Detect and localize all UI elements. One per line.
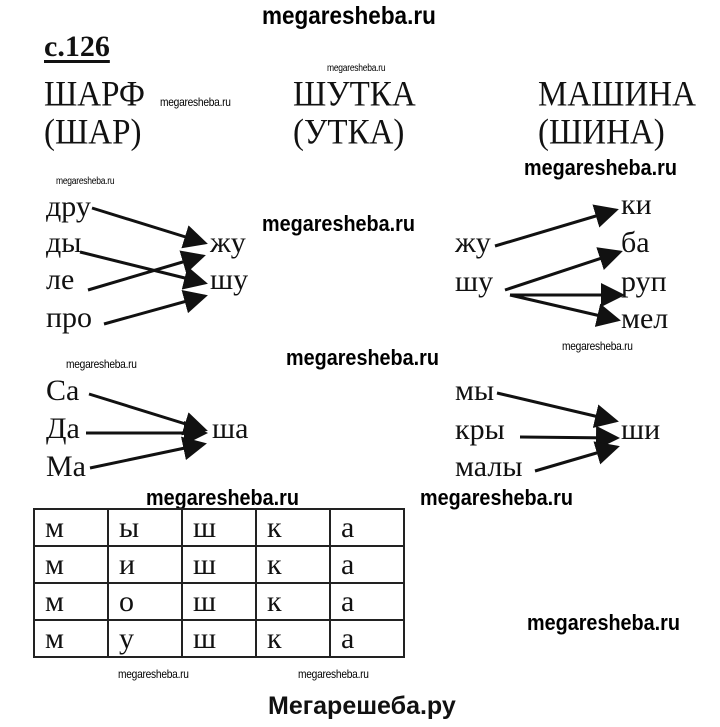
subword-shar: (ШАР) [44, 112, 142, 153]
arrow-maly-shi [534, 441, 620, 473]
syllable-pro: про [46, 301, 93, 334]
letter-table: м ы ш к а м и ш к а м о ш к а м у ш к а [33, 508, 405, 658]
table-cell: м [33, 508, 109, 547]
table-cell: ш [181, 545, 257, 584]
arrow-shu-mel [509, 293, 621, 327]
table-row: м у ш к а [33, 619, 405, 658]
table-cell: к [255, 545, 331, 584]
table-cell: к [255, 508, 331, 547]
table-cell: м [33, 582, 109, 621]
arrow-kry-shi [519, 425, 620, 450]
syllable-sha: ша [212, 412, 249, 445]
arrow-le-zhu [87, 250, 206, 292]
word-shutka: ШУТКА [293, 74, 416, 115]
footer-watermark: Мегарешеба.ру [268, 692, 456, 720]
table-cell: ш [181, 619, 257, 658]
table-row: м ы ш к а [33, 508, 405, 547]
syllable-ma: Ма [46, 450, 86, 483]
syllable-mel: мел [621, 302, 669, 335]
word-mashina: МАШИНА [538, 74, 696, 115]
watermark-big: megaresheba.ru [527, 610, 680, 635]
arrow-ma-sha [89, 436, 207, 470]
table-cell: и [107, 545, 183, 584]
syllable-shi: ши [621, 413, 661, 446]
syllable-my: мы [455, 374, 495, 407]
subword-utka: (УТКА) [293, 112, 405, 153]
table-cell: ш [181, 582, 257, 621]
table-cell: ш [181, 508, 257, 547]
syllable-shu: шу [210, 263, 249, 296]
page-number: с.126 [44, 30, 110, 63]
arrow-dy-shu [79, 250, 208, 290]
arrow-pro-shu [103, 290, 208, 326]
table-cell: м [33, 545, 109, 584]
watermark-small: megaresheba.ru [562, 339, 633, 353]
table-cell: к [255, 582, 331, 621]
watermark-small: megaresheba.ru [298, 667, 369, 681]
syllable-rup: руп [621, 265, 667, 298]
subword-shina: (ШИНА) [538, 112, 665, 153]
table-cell: а [329, 619, 405, 658]
syllable-zhu: жу [210, 226, 246, 259]
syllable-da: Да [46, 412, 80, 445]
arrow-dru-zhu [91, 206, 208, 249]
watermark-big: megaresheba.ru [420, 485, 573, 510]
watermark-small: megaresheba.ru [66, 357, 137, 371]
syllable-ba: ба [621, 226, 650, 259]
arrow-my-shi [496, 391, 619, 428]
table-cell: о [107, 582, 183, 621]
syllable-dru: дру [46, 190, 91, 223]
table-cell: м [33, 619, 109, 658]
table-cell: а [329, 582, 405, 621]
table-cell: а [329, 508, 405, 547]
syllable-le: ле [46, 263, 75, 296]
syllable-zhu: жу [455, 226, 491, 259]
syllable-shu: шу [455, 265, 494, 298]
table-cell: у [107, 619, 183, 658]
arrow-sa-sha [88, 392, 208, 436]
table-cell: а [329, 545, 405, 584]
watermark-big: megaresheba.ru [286, 345, 439, 370]
watermark-small: megaresheba.ru [160, 95, 231, 109]
arrow-shu-ba [504, 247, 623, 292]
watermark-big: megaresheba.ru [262, 211, 415, 236]
table-cell: к [255, 619, 331, 658]
word-sharf: ШАРФ [44, 74, 145, 115]
syllable-kry: кры [455, 413, 505, 446]
watermark-small: megaresheba.ru [56, 176, 115, 187]
watermark-big: megaresheba.ru [524, 155, 677, 180]
syllable-dy: ды [46, 226, 82, 259]
syllable-maly: малы [455, 450, 523, 483]
table-row: м и ш к а [33, 545, 405, 584]
table-row: м о ш к а [33, 582, 405, 621]
table-cell: ы [107, 508, 183, 547]
syllable-sa: Са [46, 374, 80, 407]
arrow-zhu-ki [494, 204, 619, 248]
watermark-big: megaresheba.ru [146, 485, 299, 510]
watermark-small: megaresheba.ru [327, 63, 386, 74]
syllable-ki: ки [621, 188, 652, 221]
watermark-top: megaresheba.ru [262, 2, 436, 30]
watermark-small: megaresheba.ru [118, 667, 189, 681]
